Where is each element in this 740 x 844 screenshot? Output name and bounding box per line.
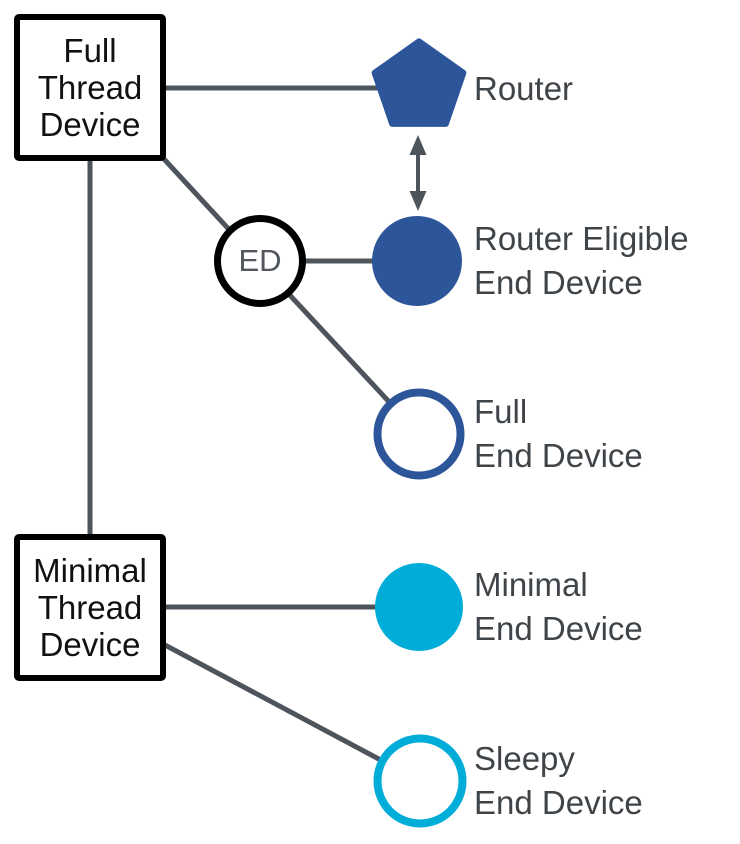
minimal-thread-device-label-line: Device [39,626,141,663]
ed-junction-label: ED [238,243,282,278]
router-label-line: Router [474,70,574,107]
router-eligible-end-device-label-line: Router Eligible [474,220,689,257]
double-arrow-head-down [409,191,427,211]
full-thread-device-box: Full Thread Device [14,14,166,161]
full-thread-device-label-line: Thread [37,69,143,106]
full-end-device-icon [373,388,465,480]
minimal-end-device-label-line: End Device [474,610,643,647]
sleepy-end-device-label-line: End Device [474,784,643,821]
router-label: Router [474,67,573,111]
minimal-end-device-icon [375,563,463,651]
minimal-end-device-label: Minimal End Device [474,563,643,651]
router-eligible-end-device-label-line: End Device [474,264,643,301]
sleepy-end-device-label-line: Sleepy [474,740,575,777]
full-thread-device-label-line: Device [39,106,141,143]
connector-mtd-sed [148,634,422,784]
full-thread-device-label-line: Full [63,32,117,69]
router-eligible-end-device-icon [372,216,462,306]
double-arrow-head-up [409,135,427,155]
minimal-end-device-label-line: Minimal [474,566,588,603]
minimal-thread-device-label-line: Thread [37,589,143,626]
minimal-thread-device-box: Minimal Thread Device [14,534,166,681]
router-eligible-end-device-label: Router Eligible End Device [474,217,689,305]
full-end-device-label-line: Full [474,393,528,430]
router-pentagon-icon [371,38,467,127]
full-end-device-label-line: End Device [474,437,643,474]
double-arrow-icon [409,135,427,211]
full-end-device-label: Full End Device [474,390,643,478]
minimal-thread-device-label-line: Minimal [33,552,147,589]
ed-junction-circle: ED [214,215,306,307]
sleepy-end-device-label: Sleepy End Device [474,737,643,825]
sleepy-end-device-icon [373,734,467,828]
